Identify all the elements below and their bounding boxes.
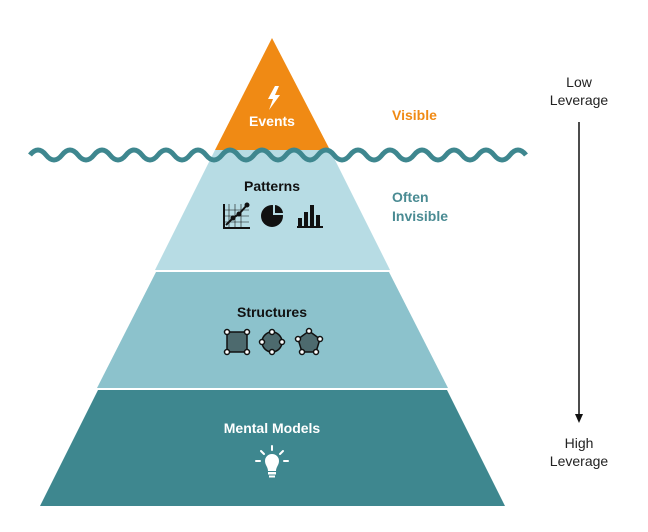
line-chart-icon <box>223 202 250 229</box>
circle-node-icon <box>258 328 286 356</box>
visible-label: Visible <box>392 107 437 123</box>
high-leverage-line1: High <box>564 435 594 451</box>
pentagon-node-icon <box>294 327 324 356</box>
bar-chart-icon <box>297 205 323 228</box>
square-node-icon <box>223 328 251 356</box>
lightning-bolt-icon <box>268 86 280 110</box>
low-leverage-line1: Low <box>566 74 592 90</box>
leverage-arrow <box>575 122 583 423</box>
events-title: Events <box>249 113 295 129</box>
often-invisible-label-line1: Often <box>392 189 429 205</box>
pie-chart-icon <box>261 203 285 227</box>
low-leverage-line2: Leverage <box>549 92 609 108</box>
patterns-title: Patterns <box>243 178 301 194</box>
high-leverage-line2: Leverage <box>549 453 609 469</box>
structures-title: Structures <box>236 304 308 320</box>
mental-models-title: Mental Models <box>223 420 321 436</box>
often-invisible-label-line2: Invisible <box>392 208 449 224</box>
lightbulb-icon <box>255 445 289 478</box>
water-line <box>28 147 528 163</box>
